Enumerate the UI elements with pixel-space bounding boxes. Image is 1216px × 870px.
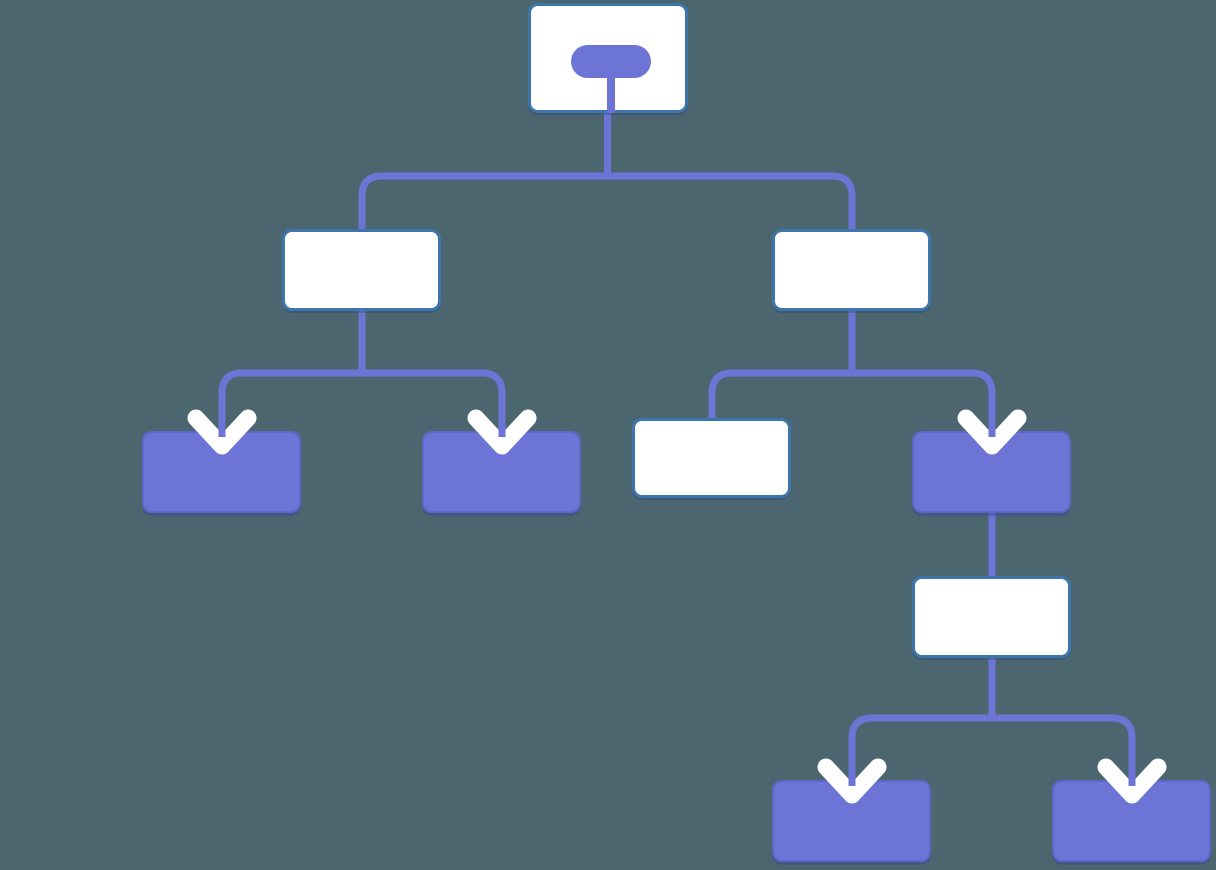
node-level3-c[interactable] xyxy=(632,418,791,498)
node-level3-d[interactable] xyxy=(912,431,1071,513)
node-level2-left[interactable] xyxy=(282,229,441,311)
node-root[interactable] xyxy=(528,3,688,113)
node-level3-b[interactable] xyxy=(422,431,581,513)
root-badge-pill xyxy=(571,45,651,78)
node-level5-a[interactable] xyxy=(772,780,931,862)
node-level4-a[interactable] xyxy=(912,576,1071,658)
node-level5-b[interactable] xyxy=(1052,780,1211,862)
root-badge-stem xyxy=(607,76,615,113)
node-level2-right[interactable] xyxy=(772,229,931,311)
node-level3-a[interactable] xyxy=(142,431,301,513)
